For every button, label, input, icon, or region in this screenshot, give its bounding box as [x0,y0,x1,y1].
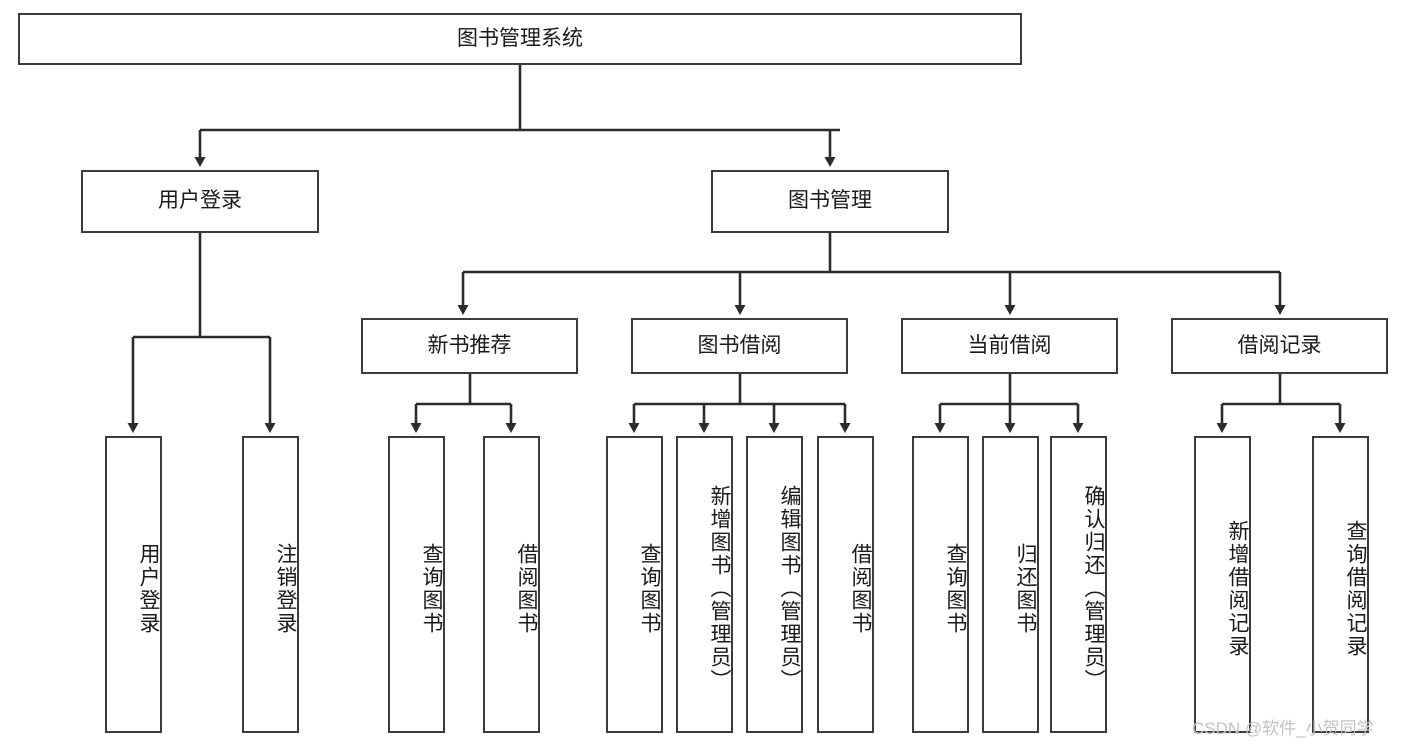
node-current-borrow-label: 当前借阅 [967,333,1052,357]
node-leaf-query-book-3[interactable]: 查询图书 [912,436,969,733]
node-leaf-query-book-2-label: 查询图书 [638,542,661,635]
node-current-borrow[interactable]: 当前借阅 [901,318,1118,374]
node-leaf-borrow-book-1-label: 借阅图书 [515,542,538,635]
node-leaf-edit-book-label: 编辑图书（管理员） [778,485,801,692]
node-leaf-user-login[interactable]: 用户登录 [105,436,162,733]
node-leaf-add-record[interactable]: 新增借阅记录 [1194,436,1251,733]
node-borrow-record-label: 借阅记录 [1237,333,1322,357]
node-leaf-query-record-label: 查询借阅记录 [1344,519,1367,658]
node-leaf-logout-login-label: 注销登录 [274,542,297,635]
node-leaf-return-book-label: 归还图书 [1014,542,1037,635]
node-leaf-add-book[interactable]: 新增图书（管理员） [676,436,733,733]
node-new-book-recommend-label: 新书推荐 [427,333,512,357]
node-leaf-confirm-return-label: 确认归还（管理员） [1082,485,1105,692]
node-root[interactable]: 图书管理系统 [18,13,1022,65]
node-leaf-confirm-return[interactable]: 确认归还（管理员） [1050,436,1107,733]
node-leaf-query-book-3-label: 查询图书 [944,542,967,635]
node-leaf-borrow-book-2[interactable]: 借阅图书 [817,436,874,733]
node-user-login[interactable]: 用户登录 [81,170,319,233]
node-leaf-edit-book[interactable]: 编辑图书（管理员） [746,436,803,733]
node-leaf-query-book-2[interactable]: 查询图书 [606,436,663,733]
node-leaf-query-record[interactable]: 查询借阅记录 [1312,436,1369,733]
node-leaf-add-record-label: 新增借阅记录 [1226,519,1249,658]
node-user-login-label: 用户登录 [158,189,242,213]
node-book-manage-label: 图书管理 [788,189,872,213]
node-leaf-return-book[interactable]: 归还图书 [982,436,1039,733]
node-book-borrow-label: 图书借阅 [697,333,782,357]
node-root-label: 图书管理系统 [457,26,583,50]
node-leaf-borrow-book-2-label: 借阅图书 [849,542,872,635]
node-leaf-query-book-1[interactable]: 查询图书 [388,436,445,733]
node-book-borrow[interactable]: 图书借阅 [631,318,848,374]
node-new-book-recommend[interactable]: 新书推荐 [361,318,578,374]
node-borrow-record[interactable]: 借阅记录 [1171,318,1388,374]
node-leaf-borrow-book-1[interactable]: 借阅图书 [483,436,540,733]
node-book-manage[interactable]: 图书管理 [711,170,949,233]
node-leaf-logout-login[interactable]: 注销登录 [242,436,299,733]
node-leaf-user-login-label: 用户登录 [137,542,160,635]
node-leaf-add-book-label: 新增图书（管理员） [708,485,731,692]
node-leaf-query-book-1-label: 查询图书 [420,542,443,635]
